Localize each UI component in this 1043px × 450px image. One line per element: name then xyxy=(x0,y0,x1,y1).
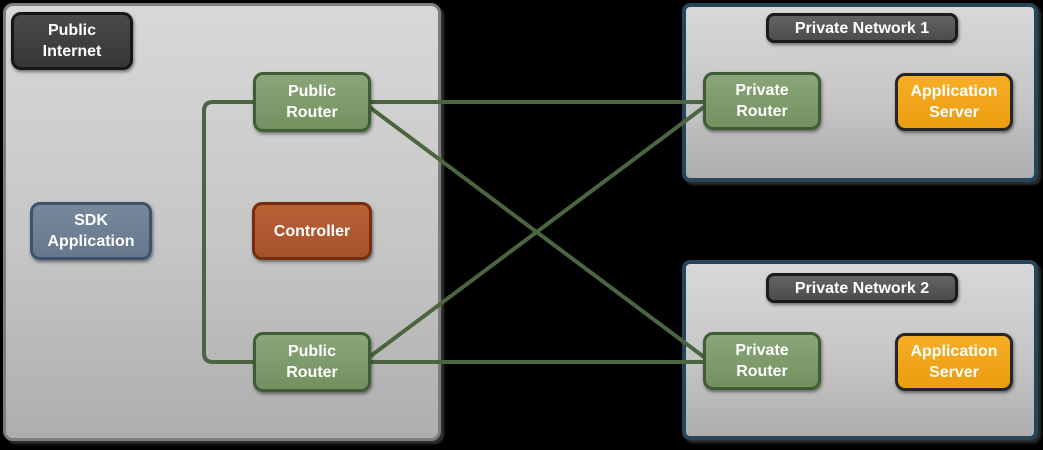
controller-node: Controller xyxy=(252,202,372,260)
private-router-2-node: Private Router xyxy=(703,332,821,390)
private-router-1-node: Private Router xyxy=(703,72,821,130)
public-internet-label: Public Internet xyxy=(11,12,133,70)
application-server-1-node: Application Server xyxy=(895,73,1013,131)
private-network-2-label: Private Network 2 xyxy=(766,273,958,303)
sdk-application-node: SDK Application xyxy=(30,202,152,260)
link-bottom-to-network1 xyxy=(366,102,710,360)
public-router-bottom-node: Public Router xyxy=(253,332,371,392)
public-router-top-node: Public Router xyxy=(253,72,371,132)
private-network-1-label: Private Network 1 xyxy=(766,13,958,43)
link-router-to-router xyxy=(202,100,255,364)
application-server-2-node: Application Server xyxy=(895,333,1013,391)
